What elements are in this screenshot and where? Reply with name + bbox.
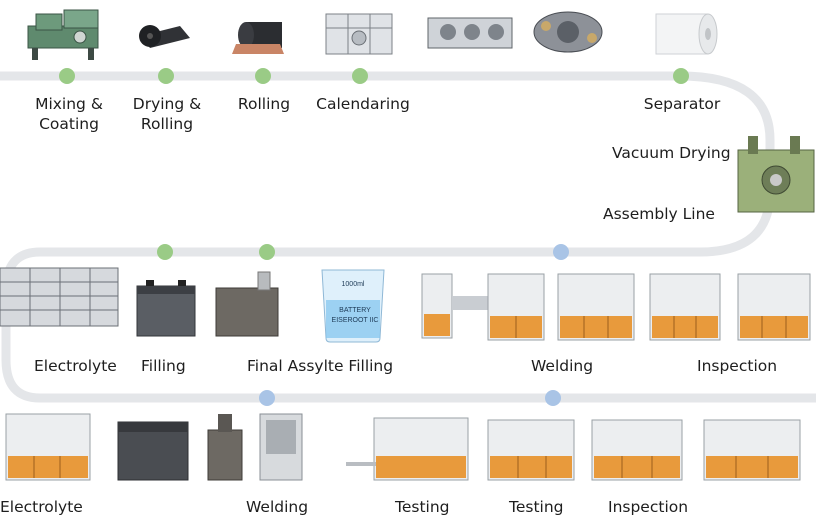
- step-dot: [158, 68, 174, 84]
- assembly-line-machine-icon: [487, 273, 545, 341]
- rolling-roll-icon: [232, 22, 284, 54]
- winding-machine-icon: [427, 17, 513, 49]
- flow-track: [0, 71, 816, 403]
- step-label-electrolyte: Electrolyte: [34, 357, 117, 375]
- step-dot: [553, 244, 569, 260]
- step-label-electrolyte-2: Electrolyte: [0, 498, 83, 516]
- beaker-volume-text: 1000ml: [342, 281, 365, 288]
- step-dot: [259, 244, 275, 260]
- step-label-filling: Filling: [141, 357, 186, 375]
- beaker-icon: 1000ml BATTERY EISEROOT IIC: [321, 269, 385, 343]
- battery-case-icon: [117, 421, 189, 481]
- step-label-rolling: Rolling: [237, 95, 291, 113]
- inspection-machine-icon: [591, 419, 683, 481]
- step-label-testing-2: Testing: [509, 498, 564, 516]
- step-label-separator: Separator: [643, 95, 721, 113]
- step-label-inspection-2: Inspection: [608, 498, 689, 516]
- step-dot: [157, 244, 173, 260]
- step-label-assembly-line: Assembly Line: [603, 205, 715, 223]
- filling-tank-icon: [207, 414, 243, 481]
- calender-machine-icon: [325, 13, 393, 55]
- testing-machine-icon: [346, 417, 469, 481]
- testing-machine-icon: [487, 419, 575, 481]
- beaker-label-line1: BATTERY: [339, 307, 371, 314]
- step-label-vacuum-drying: Vacuum Drying: [612, 144, 731, 162]
- assembly-line-machine-icon: [557, 273, 635, 341]
- step-dot: [255, 68, 271, 84]
- inspection-machine-icon: [703, 419, 801, 481]
- step-dot: [352, 68, 368, 84]
- step-dot: [673, 68, 689, 84]
- separator-roll-icon: [655, 13, 718, 55]
- step-label-calendaring: Calendaring: [316, 95, 410, 113]
- step-dot: [545, 390, 561, 406]
- battery-icon: [136, 280, 196, 337]
- beaker-label-line2: EISEROOT IIC: [332, 317, 379, 324]
- step-label-testing: Testing: [395, 498, 450, 516]
- step-dot: [59, 68, 75, 84]
- step-label-mixing-coating: Mixing & Coating: [35, 95, 103, 133]
- step-dot: [259, 390, 275, 406]
- turbine-assembly-icon: [533, 11, 603, 53]
- welding-cabinet-icon: [5, 413, 91, 481]
- step-label-welding-2: Welding: [246, 498, 309, 516]
- step-label-final-filling: Final Assylte Filling: [247, 357, 394, 375]
- assembly-line-machine-icon: [737, 273, 811, 341]
- assembly-line-machine-icon: [421, 273, 488, 339]
- coating-machine-icon: [27, 9, 99, 60]
- step-label-welding: Welding: [531, 357, 594, 375]
- step-label-inspection: Inspection: [697, 357, 778, 375]
- step-label-drying-rolling: Drying & Rolling: [132, 95, 202, 133]
- filling-tank-icon: [215, 271, 279, 337]
- film-roll-icon: [139, 25, 190, 48]
- test-cabinet-icon: [259, 413, 303, 481]
- electrolyte-rack-icon: [0, 267, 119, 327]
- assembly-line-machine-icon: [649, 273, 721, 341]
- vacuum-dryer-icon: [737, 136, 815, 213]
